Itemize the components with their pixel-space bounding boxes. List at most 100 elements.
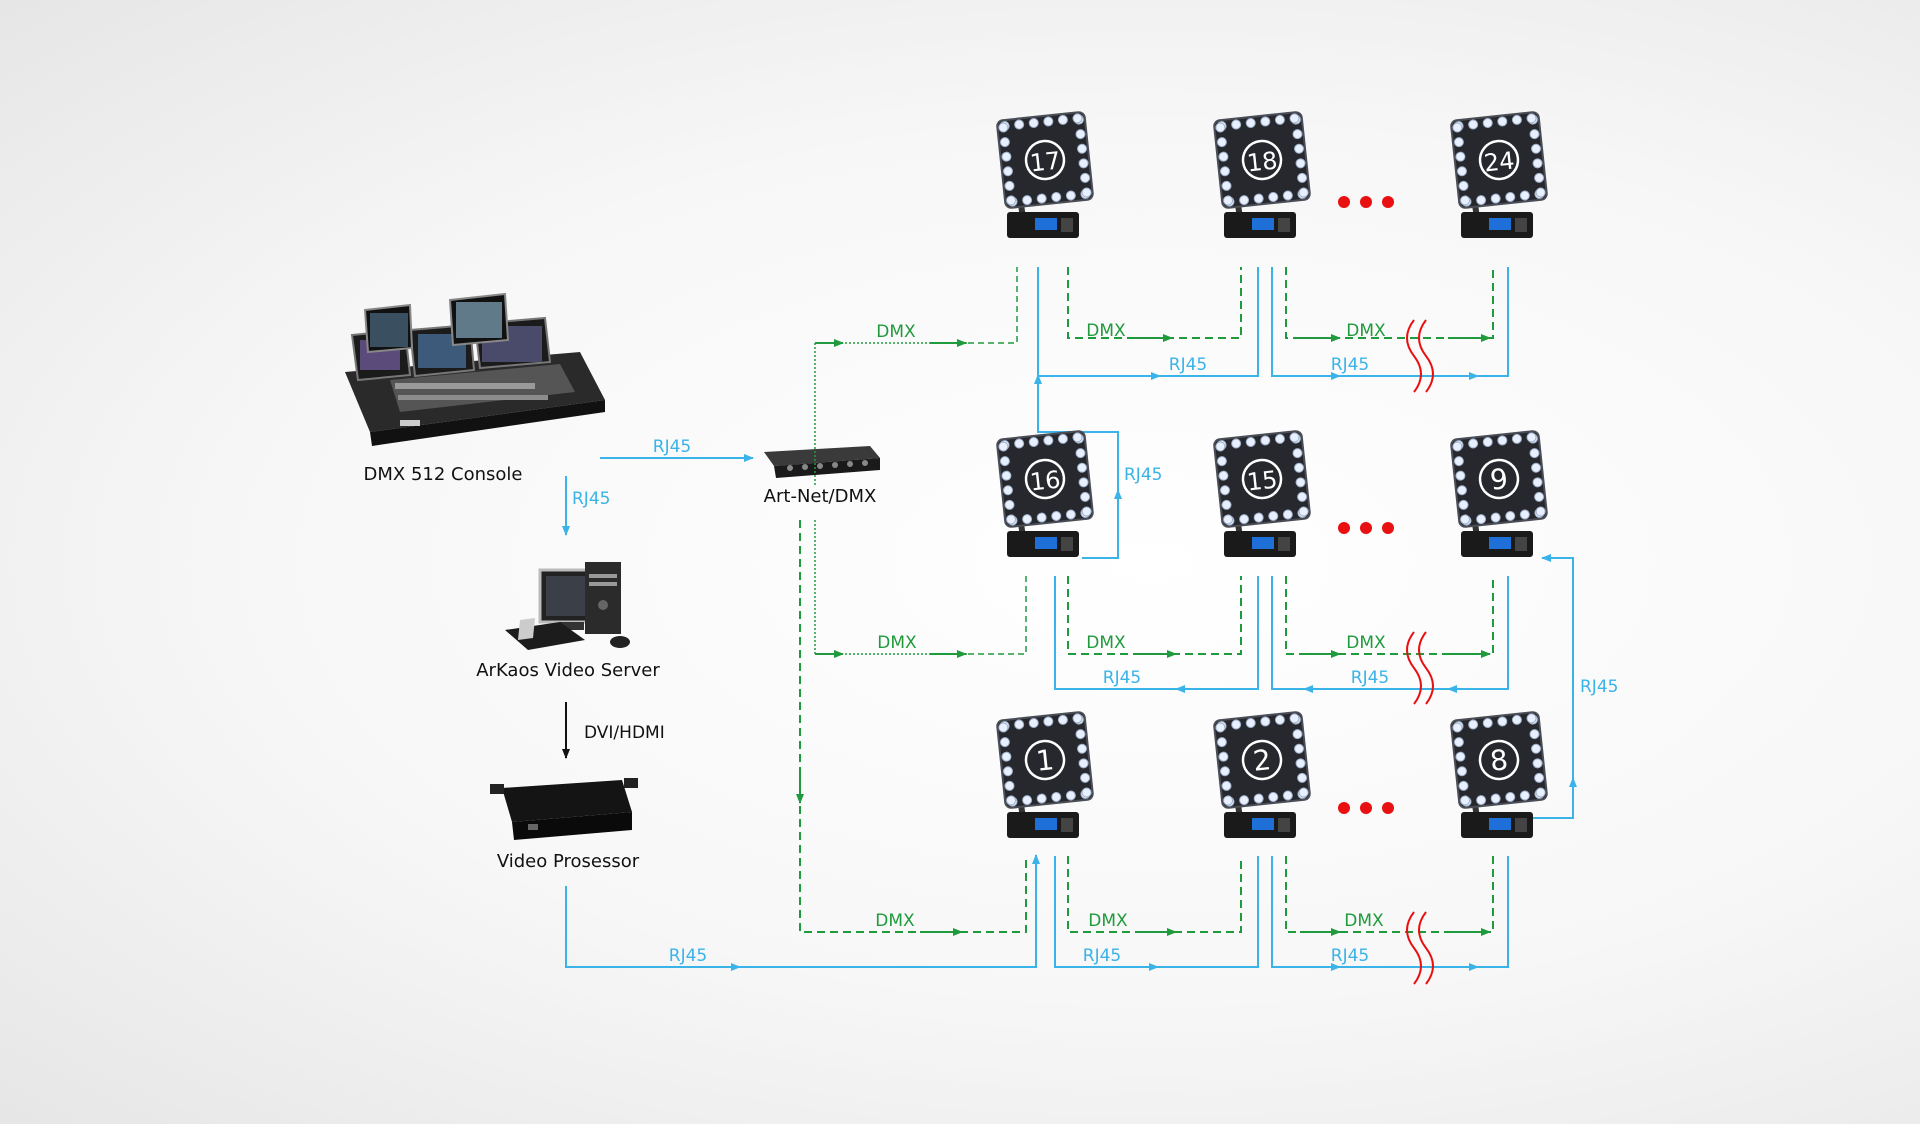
number-ring (1024, 139, 1066, 181)
display (1252, 818, 1274, 830)
led (1529, 448, 1540, 459)
fixture-number: 24 (1483, 146, 1516, 177)
led (1051, 192, 1062, 203)
led (1519, 790, 1530, 801)
led (1004, 499, 1015, 510)
led (1218, 751, 1229, 762)
led (1239, 795, 1250, 806)
head-panel (1450, 111, 1548, 209)
led (1535, 506, 1546, 517)
led (1065, 509, 1076, 520)
rj45-link (1054, 576, 1259, 690)
led (1511, 714, 1522, 725)
display (1489, 218, 1511, 230)
led (1453, 737, 1464, 748)
display (1035, 537, 1057, 549)
led (1295, 758, 1306, 769)
led (1014, 438, 1025, 449)
led (1456, 485, 1467, 496)
led (1002, 166, 1013, 177)
fixture-17: 17 (996, 111, 1094, 238)
led (1295, 477, 1306, 488)
led (1239, 514, 1250, 525)
led (1002, 485, 1013, 496)
dmx-label: DMX (1086, 633, 1126, 653)
rj45-label: RJ45 (1580, 677, 1618, 697)
led (1497, 716, 1508, 727)
led (1216, 137, 1227, 148)
led (1505, 511, 1516, 522)
led (1482, 117, 1493, 128)
led (998, 441, 1009, 452)
display (1489, 537, 1511, 549)
fixture-15: 15 (1213, 430, 1311, 557)
head: 18 (1213, 111, 1311, 209)
led (1452, 441, 1463, 452)
fixture-1: 1 (996, 711, 1094, 838)
break-mark-icon (1406, 911, 1434, 985)
led (1455, 470, 1466, 481)
led (1468, 438, 1479, 449)
led (1218, 470, 1229, 481)
processor-rj45-line (565, 854, 1040, 968)
led (1282, 509, 1293, 520)
led (1043, 116, 1054, 127)
led (1476, 514, 1487, 525)
led (1289, 113, 1300, 124)
fixture-number: 16 (1029, 465, 1062, 496)
led (999, 737, 1010, 748)
led (1001, 470, 1012, 481)
break-mark-icon (1406, 319, 1434, 393)
head: 9 (1450, 430, 1548, 528)
led (1080, 772, 1091, 783)
led (1075, 729, 1086, 740)
fixture-18: 18 (1213, 111, 1311, 238)
led (1295, 158, 1306, 169)
dmx-label: DMX (1346, 633, 1386, 653)
led (1075, 448, 1086, 459)
fixture-24: 24 (1450, 111, 1548, 238)
rj45-label: RJ45 (1124, 465, 1162, 485)
led (1511, 433, 1522, 444)
led (1043, 716, 1054, 727)
led (1532, 477, 1543, 488)
fixture-number: 18 (1246, 146, 1279, 177)
led (1460, 795, 1471, 806)
led (1260, 435, 1271, 446)
led (1505, 792, 1516, 803)
dmx-label: DMX (1086, 321, 1126, 341)
led (1526, 713, 1537, 724)
rj45-label: RJ45 (572, 489, 610, 509)
dmx-line-top (968, 267, 1018, 344)
led (1223, 195, 1234, 206)
led (1231, 119, 1242, 130)
fixture-number: 15 (1246, 465, 1279, 496)
led (1476, 795, 1487, 806)
led (1526, 432, 1537, 443)
dmx-label: DMX (875, 911, 915, 931)
led (1072, 113, 1083, 124)
head-panel (996, 111, 1094, 209)
led (1476, 195, 1487, 206)
led (1065, 190, 1076, 201)
led (1215, 441, 1226, 452)
head: 1 (996, 711, 1094, 809)
led (1253, 512, 1264, 523)
buttons (1061, 537, 1073, 551)
break-mark-icon (1406, 631, 1434, 705)
led (1022, 514, 1033, 525)
led (1075, 129, 1086, 140)
led (1298, 506, 1309, 517)
led (1294, 143, 1305, 154)
led (1221, 499, 1232, 510)
led (1294, 743, 1305, 754)
head: 2 (1213, 711, 1311, 809)
led (1022, 795, 1033, 806)
head-panel (1213, 711, 1311, 809)
led (1274, 714, 1285, 725)
dmx-link (1285, 856, 1494, 933)
dmx-link (1285, 267, 1494, 339)
led (1534, 772, 1545, 783)
